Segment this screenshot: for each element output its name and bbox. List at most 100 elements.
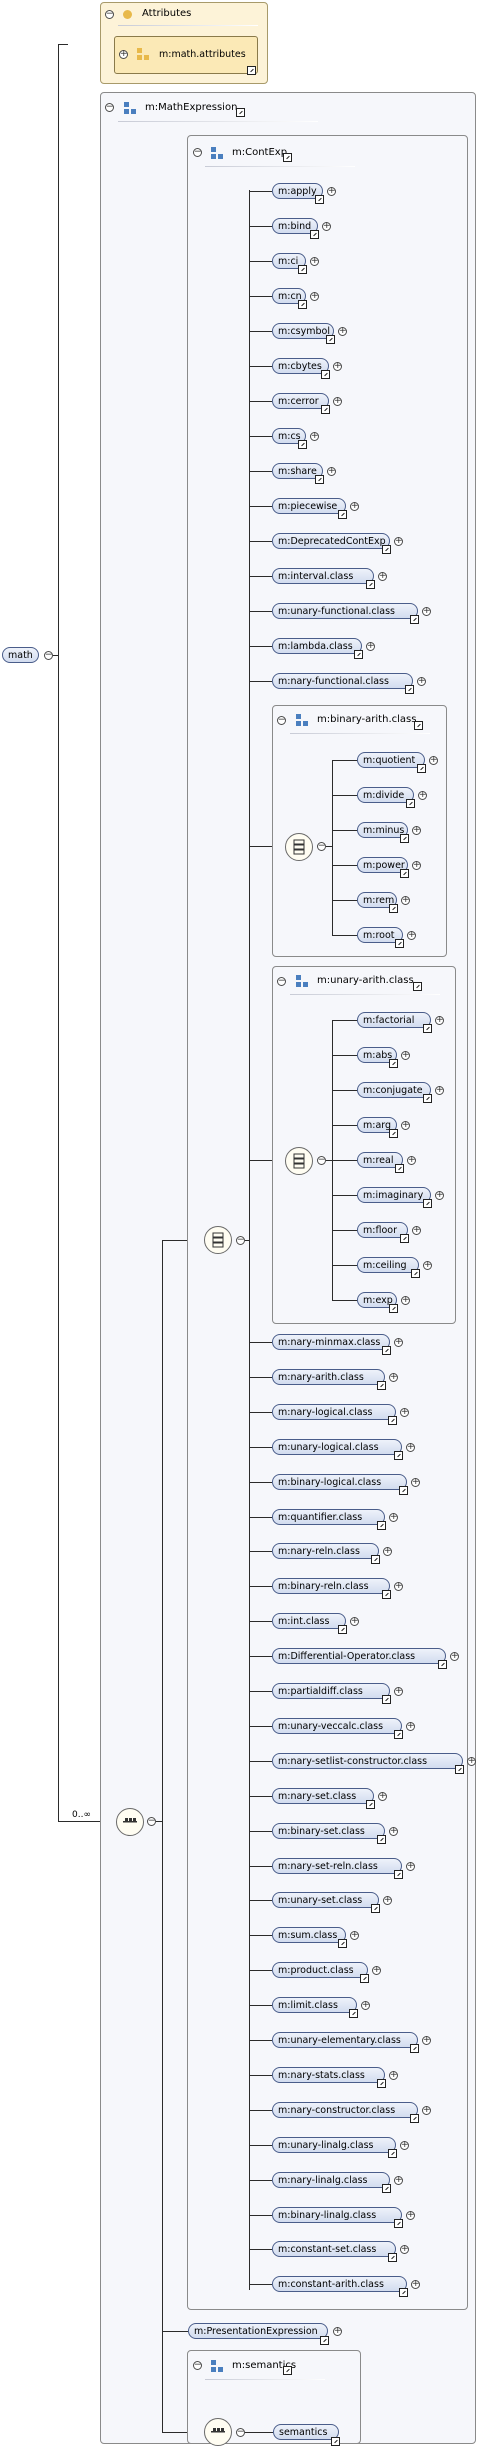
element-pill[interactable]: m:nary-constructor.class <box>272 2101 418 2118</box>
link-icon[interactable] <box>389 1304 398 1313</box>
element-pill[interactable]: m:constant-arith.class <box>272 2276 407 2293</box>
expand-icon[interactable]: + <box>394 2174 403 2185</box>
expand-icon[interactable]: + <box>350 1930 359 1941</box>
element-pill[interactable]: m:imaginary <box>357 1187 431 1203</box>
expand-icon[interactable]: + <box>450 1651 459 1662</box>
expand-icon[interactable]: + <box>435 1085 444 1095</box>
link-icon[interactable] <box>338 1939 347 1949</box>
expand-icon[interactable]: + <box>310 291 319 301</box>
element-pill[interactable]: m:nary-linalg.class <box>272 2171 390 2188</box>
link-icon[interactable] <box>377 1834 386 1844</box>
element-pill[interactable]: m:real <box>357 1152 403 1168</box>
collapse-icon[interactable]: − <box>317 841 326 851</box>
link-icon[interactable] <box>377 1520 386 1530</box>
expand-icon[interactable]: + <box>310 431 319 441</box>
link-icon[interactable] <box>326 335 335 344</box>
element-pill[interactable]: m:limit.class <box>272 1997 357 2014</box>
expand-icon[interactable]: + <box>429 755 438 765</box>
presentation-expression[interactable]: m:PresentationExpression <box>188 2323 328 2339</box>
expand-icon[interactable]: + <box>406 1441 415 1452</box>
element-pill[interactable]: m:power <box>357 857 408 873</box>
link-icon[interactable] <box>377 1380 386 1390</box>
link-icon[interactable] <box>410 615 419 624</box>
element-pill[interactable]: m:int.class <box>272 1613 346 1630</box>
element-pill[interactable]: m:quantifier.class <box>272 1508 385 1525</box>
element-pill[interactable]: m:unary-linalg.class <box>272 2136 396 2153</box>
link-icon[interactable] <box>406 799 415 808</box>
link-icon[interactable] <box>400 834 409 843</box>
expand-icon[interactable]: + <box>412 825 421 835</box>
link-icon[interactable] <box>423 1094 432 1103</box>
link-icon[interactable] <box>394 1869 403 1879</box>
root-element-math[interactable]: math <box>2 647 39 663</box>
link-icon[interactable] <box>338 510 347 519</box>
link-icon[interactable] <box>382 1590 391 1600</box>
link-icon[interactable] <box>388 2253 397 2263</box>
link-icon[interactable] <box>410 2044 419 2053</box>
link-icon[interactable] <box>389 1129 398 1138</box>
expand-icon[interactable]: + <box>401 1120 410 1130</box>
element-pill[interactable]: m:unary-set.class <box>272 1892 379 1909</box>
element-pill[interactable]: m:apply <box>272 183 323 199</box>
link-icon[interactable] <box>331 2437 340 2446</box>
expand-icon[interactable]: + <box>401 1295 410 1305</box>
expand-icon[interactable]: + <box>394 1686 403 1696</box>
link-icon[interactable] <box>455 1764 464 1774</box>
link-icon[interactable] <box>338 1625 347 1635</box>
expand-icon[interactable]: + <box>333 2326 342 2336</box>
expand-icon[interactable]: + <box>412 860 421 870</box>
expand-icon[interactable]: + <box>119 49 128 59</box>
element-pill[interactable]: m:share <box>272 463 323 479</box>
expand-icon[interactable]: + <box>383 1895 392 1906</box>
element-pill[interactable]: m:binary-set.class <box>272 1822 385 1839</box>
element-pill[interactable]: m:interval.class <box>272 568 374 584</box>
expand-icon[interactable]: + <box>327 466 336 476</box>
link-icon[interactable] <box>310 230 319 239</box>
expand-icon[interactable]: + <box>389 1511 398 1522</box>
collapse-icon[interactable]: − <box>277 976 286 986</box>
expand-icon[interactable]: + <box>411 1476 420 1487</box>
link-icon[interactable] <box>410 2113 419 2123</box>
link-icon[interactable] <box>371 1555 380 1565</box>
expand-icon[interactable]: + <box>383 1546 392 1557</box>
element-pill[interactable]: m:unary-functional.class <box>272 603 418 619</box>
expand-icon[interactable]: + <box>310 256 319 266</box>
expand-icon[interactable]: + <box>378 571 387 581</box>
element-pill[interactable]: m:nary-setlist-constructor.class <box>272 1752 463 1769</box>
expand-icon[interactable]: + <box>322 221 331 231</box>
link-icon[interactable] <box>382 2183 391 2193</box>
element-pill[interactable]: m:DeprecatedContExp <box>272 533 390 549</box>
element-pill[interactable]: m:constant-set.class <box>272 2241 396 2258</box>
expand-icon[interactable]: + <box>366 641 375 651</box>
link-icon[interactable] <box>283 153 292 162</box>
expand-icon[interactable]: + <box>401 1050 410 1060</box>
element-pill[interactable]: m:bind <box>272 218 318 234</box>
link-icon[interactable] <box>354 650 363 659</box>
element-pill[interactable]: m:floor <box>357 1222 408 1238</box>
element-pill[interactable]: m:exp <box>357 1292 397 1308</box>
link-icon[interactable] <box>298 265 307 274</box>
element-pill[interactable]: m:cbytes <box>272 358 329 374</box>
element-pill[interactable]: m:binary-linalg.class <box>272 2206 402 2223</box>
expand-icon[interactable]: + <box>389 1371 398 1382</box>
link-icon[interactable] <box>389 904 398 913</box>
collapse-icon[interactable]: − <box>193 2360 202 2370</box>
expand-icon[interactable]: + <box>423 1260 432 1270</box>
collapse-icon[interactable]: − <box>105 9 114 19</box>
expand-icon[interactable]: + <box>406 1720 415 1731</box>
element-pill[interactable]: m:nary-functional.class <box>272 673 413 689</box>
element-pill[interactable]: m:binary-reln.class <box>272 1578 390 1595</box>
expand-icon[interactable]: + <box>372 1965 381 1976</box>
link-icon[interactable] <box>414 721 423 730</box>
link-icon[interactable] <box>400 869 409 878</box>
expand-icon[interactable]: + <box>417 676 426 686</box>
expand-icon[interactable]: + <box>394 1337 403 1347</box>
link-icon[interactable] <box>320 2336 329 2345</box>
element-pill[interactable]: m:rem <box>357 892 397 908</box>
expand-icon[interactable]: + <box>407 930 416 940</box>
element-pill[interactable]: m:ceiling <box>357 1257 419 1273</box>
element-pill[interactable]: m:nary-arith.class <box>272 1368 385 1385</box>
element-pill[interactable]: m:sum.class <box>272 1927 346 1944</box>
expand-icon[interactable]: + <box>394 1581 403 1592</box>
link-icon[interactable] <box>438 1660 447 1670</box>
